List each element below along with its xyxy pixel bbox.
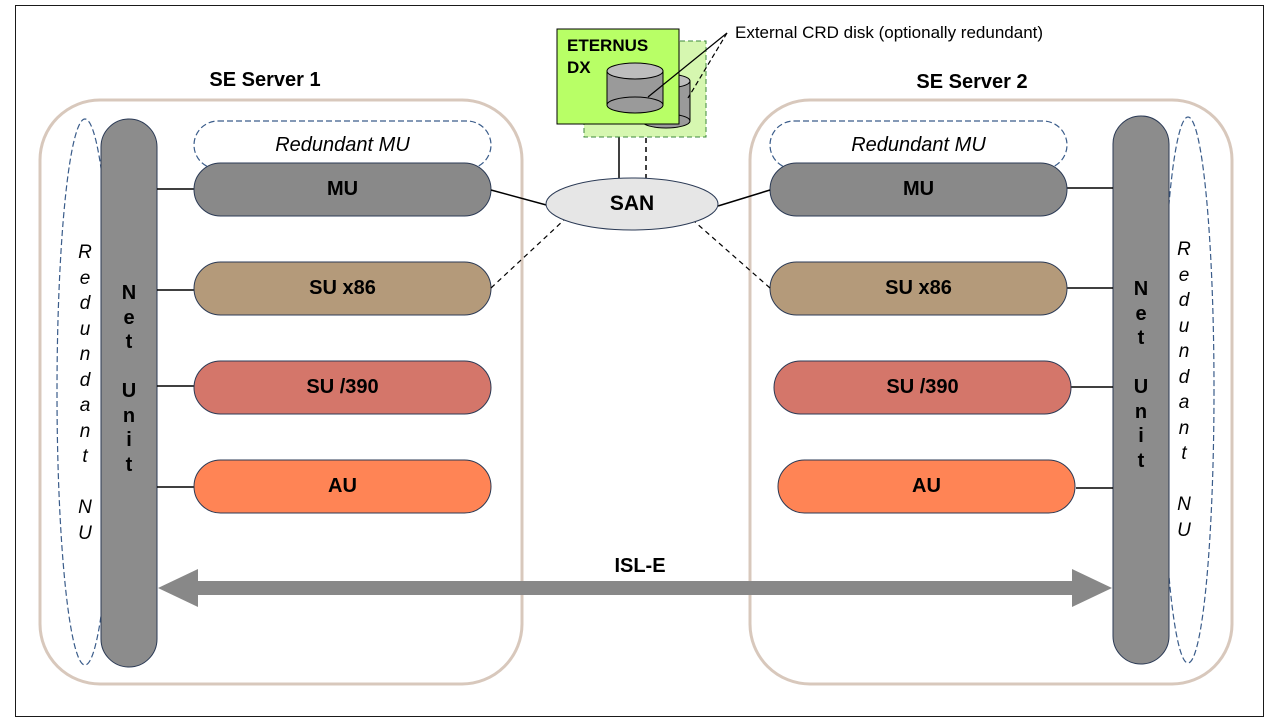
vertical-char: n (79, 344, 91, 365)
vertical-char: i (126, 429, 132, 451)
vertical-char: d (79, 293, 91, 314)
vertical-char: e (1178, 264, 1190, 286)
vertical-char: d (1178, 366, 1190, 388)
vertical-char: N (1133, 278, 1149, 300)
server2-su-390-label: SU /390 (886, 375, 959, 398)
server1-au-label: AU (328, 474, 357, 497)
vertical-char: n (1134, 400, 1148, 423)
callout-line (647, 32, 728, 98)
vertical-char: u (1178, 315, 1190, 337)
server2-su-390-shape (773, 360, 1072, 415)
vertical-char: n (1178, 341, 1190, 362)
vertical-char: N (121, 282, 137, 304)
vertical-char: d (79, 369, 91, 391)
server2-mu-shape (769, 162, 1068, 217)
server1-net-unit-shape (100, 118, 158, 668)
vertical-char: U (121, 380, 137, 402)
san-shape (545, 177, 719, 231)
vertical-char: n (122, 404, 136, 427)
server1-mu-shape (193, 162, 492, 217)
vertical-char: e (1135, 302, 1147, 325)
server1-su-x86-label: SU x86 (309, 276, 376, 299)
server2-mu-label: MU (902, 177, 935, 200)
server1-enclosure (38, 98, 524, 686)
san-label: SAN (609, 192, 655, 215)
server2-au-shape (777, 459, 1076, 514)
vertical-char: u (79, 318, 91, 340)
storage-name-line1: ETERNUS (567, 36, 649, 55)
vertical-char: U (78, 522, 92, 544)
vertical-char: t (82, 446, 88, 467)
server1-su-x86-shape (193, 261, 492, 316)
isl-label: ISL-E (614, 554, 666, 577)
vertical-char: t (1137, 449, 1145, 472)
server2-su-x86-shape (769, 261, 1068, 316)
callout-line-redundant (687, 32, 728, 99)
server2-au-label: AU (912, 474, 941, 497)
server2-connectors (1067, 187, 1113, 489)
vertical-char: i (1138, 425, 1144, 447)
storage-callout-label: External CRD disk (optionally redundant) (735, 23, 1044, 42)
vertical-char: R (1177, 239, 1191, 260)
server1-redundant-mu-label: Redundant MU (275, 133, 410, 156)
storage-name-line2: DX (567, 58, 591, 77)
server2-net-unit-shape (1112, 115, 1170, 665)
server1-au-shape (193, 459, 492, 514)
server1-su-390-label: SU /390 (306, 375, 379, 398)
vertical-char: e (123, 306, 135, 329)
server2-redundant-mu-label: Redundant MU (851, 133, 986, 156)
server1-mu-label: MU (326, 177, 359, 200)
vertical-char: N (78, 497, 92, 518)
vertical-char (1181, 467, 1186, 493)
vertical-char: n (1178, 417, 1190, 439)
vertical-char: e (79, 267, 91, 289)
mu1-san-link (490, 189, 551, 207)
diagram-frame (15, 5, 1264, 717)
vertical-char: U (1177, 519, 1191, 541)
storage-disk-icon (606, 62, 664, 114)
su2-san-link (694, 221, 771, 289)
mu2-san-link (717, 189, 771, 207)
vertical-char: d (1178, 290, 1190, 311)
vertical-char: t (1181, 443, 1187, 464)
vertical-char: R (78, 242, 92, 263)
server2-su-x86-label: SU x86 (885, 276, 952, 299)
vertical-char: t (1137, 327, 1145, 349)
server2-enclosure (748, 98, 1234, 686)
vertical-char: t (125, 331, 133, 353)
server1-title: SE Server 1 (209, 68, 321, 91)
vertical-char: n (79, 420, 91, 442)
vertical-char (1138, 351, 1144, 376)
server1-connectors (157, 188, 194, 488)
vertical-char: N (1177, 494, 1191, 515)
vertical-char: a (79, 395, 91, 416)
vertical-char (82, 470, 87, 496)
vertical-char (126, 355, 132, 380)
vertical-char: t (125, 453, 133, 476)
server2-title: SE Server 2 (916, 70, 1028, 93)
vertical-char: a (1178, 392, 1190, 413)
isl-arrow (158, 569, 1112, 607)
server1-su-390-shape (193, 360, 492, 415)
su1-san-link (490, 219, 565, 289)
vertical-char: U (1133, 376, 1149, 398)
